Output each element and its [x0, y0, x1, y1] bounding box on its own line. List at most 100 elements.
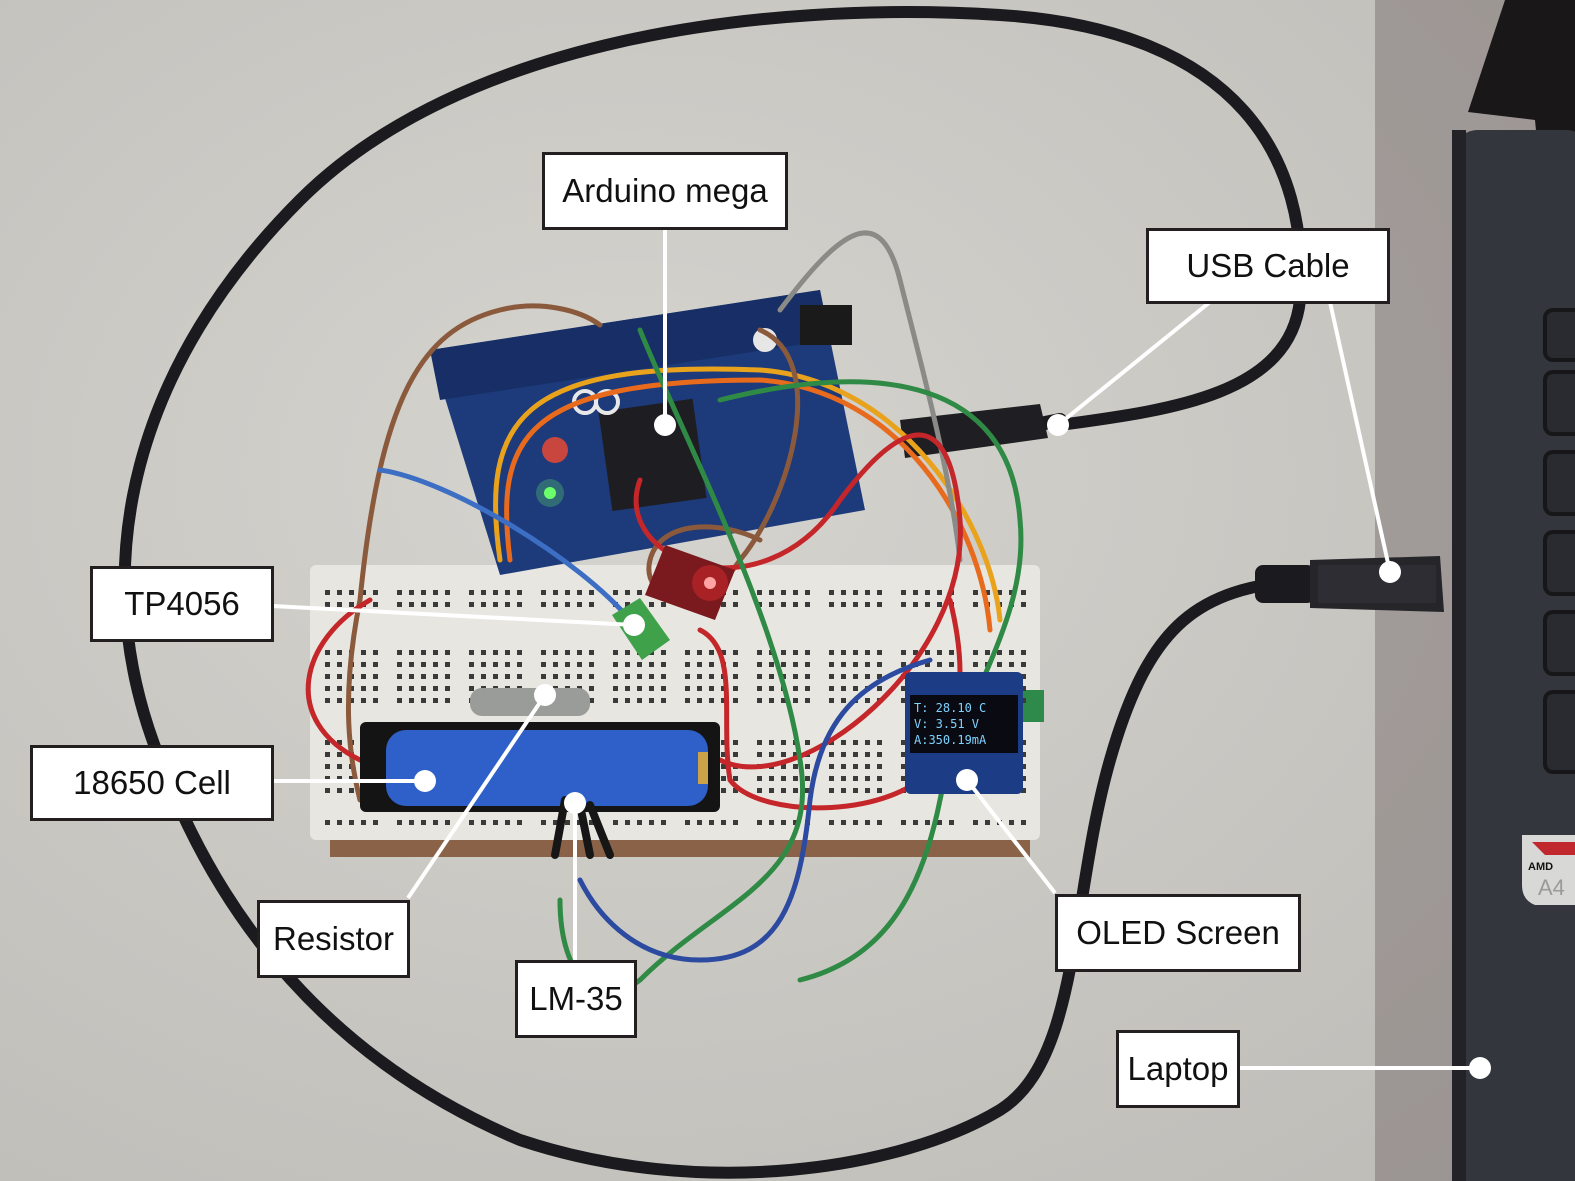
breadboard-hole [685, 674, 690, 679]
breadboard-hole [865, 674, 870, 679]
breadboard-hole [829, 752, 834, 757]
breadboard-hole [325, 662, 330, 667]
breadboard-hole [829, 590, 834, 595]
breadboard-hole [625, 602, 630, 607]
callout-laptop: Laptop [1116, 1030, 1240, 1108]
breadboard-hole [973, 650, 978, 655]
breadboard-hole [637, 662, 642, 667]
breadboard-hole [661, 650, 666, 655]
breadboard-hole [793, 674, 798, 679]
breadboard-hole [901, 820, 906, 825]
breadboard-hole [769, 752, 774, 757]
breadboard-hole [865, 602, 870, 607]
breadboard-hole [805, 590, 810, 595]
breadboard-hole [757, 590, 762, 595]
breadboard-hole [793, 650, 798, 655]
breadboard-hole [337, 740, 342, 745]
breadboard-hole [517, 602, 522, 607]
breadboard-hole [337, 752, 342, 757]
breadboard-hole [325, 764, 330, 769]
breadboard-hole [877, 602, 882, 607]
breadboard-hole [589, 650, 594, 655]
breadboard-hole [865, 764, 870, 769]
breadboard-hole [613, 662, 618, 667]
amd-sticker: AMD A4 [1522, 835, 1575, 905]
breadboard-hole [637, 820, 642, 825]
breadboard-hole [349, 788, 354, 793]
breadboard-hole [541, 650, 546, 655]
breadboard-hole [637, 698, 642, 703]
breadboard-hole [373, 662, 378, 667]
breadboard-hole [397, 674, 402, 679]
breadboard-hole [793, 590, 798, 595]
breadboard-hole [397, 820, 402, 825]
breadboard-hole [829, 674, 834, 679]
breadboard-hole [493, 674, 498, 679]
breadboard-hole [877, 820, 882, 825]
breadboard-hole [865, 590, 870, 595]
breadboard-hole [733, 698, 738, 703]
breadboard-hole [661, 662, 666, 667]
breadboard-hole [553, 820, 558, 825]
breadboard-hole [1021, 662, 1026, 667]
breadboard-hole [697, 674, 702, 679]
breadboard-hole [733, 686, 738, 691]
breadboard-hole [541, 674, 546, 679]
breadboard-hole [997, 590, 1002, 595]
breadboard-hole [565, 820, 570, 825]
breadboard-hole [361, 698, 366, 703]
breadboard-hole [1021, 602, 1026, 607]
leader-dots [414, 414, 1491, 1079]
breadboard-hole [661, 674, 666, 679]
breadboard-hole [577, 602, 582, 607]
breadboard-hole [481, 602, 486, 607]
breadboard-hole [469, 674, 474, 679]
breadboard-hole [781, 764, 786, 769]
breadboard-hole [637, 686, 642, 691]
breadboard-hole [865, 740, 870, 745]
breadboard-hole [397, 662, 402, 667]
oled-display: T: 28.10 C V: 3.51 V A:350.19mA [905, 672, 1023, 794]
breadboard-hole [829, 788, 834, 793]
oled-line-current: A:350.19mA [914, 733, 987, 747]
breadboard-hole [361, 650, 366, 655]
breadboard-hole [649, 686, 654, 691]
callout-label: Arduino mega [562, 172, 768, 209]
breadboard-hole [733, 662, 738, 667]
breadboard-hole [865, 752, 870, 757]
breadboard-hole [553, 650, 558, 655]
breadboard-hole [469, 590, 474, 595]
breadboard-hole [481, 820, 486, 825]
breadboard-hole [685, 820, 690, 825]
breadboard-hole [913, 602, 918, 607]
breadboard-hole [733, 820, 738, 825]
breadboard-hole [841, 698, 846, 703]
breadboard-hole [409, 662, 414, 667]
breadboard-hole [589, 662, 594, 667]
breadboard-hole [805, 674, 810, 679]
breadboard-hole [649, 662, 654, 667]
breadboard-hole [349, 686, 354, 691]
breadboard-hole [493, 650, 498, 655]
breadboard-hole [481, 674, 486, 679]
usb-plug [1255, 556, 1444, 612]
breadboard-hole [733, 752, 738, 757]
breadboard-hole [877, 788, 882, 793]
resistor [470, 688, 590, 716]
breadboard-hole [865, 662, 870, 667]
breadboard-hole [733, 650, 738, 655]
breadboard-hole [325, 650, 330, 655]
breadboard-hole [337, 788, 342, 793]
breadboard-hole [409, 674, 414, 679]
breadboard-hole [793, 698, 798, 703]
breadboard-hole [325, 776, 330, 781]
breadboard-hole [757, 686, 762, 691]
breadboard-hole [397, 602, 402, 607]
breadboard-hole [589, 820, 594, 825]
breadboard-hole [769, 662, 774, 667]
breadboard-hole [913, 820, 918, 825]
breadboard-hole [433, 602, 438, 607]
breadboard-hole [373, 686, 378, 691]
breadboard-hole [853, 740, 858, 745]
breadboard-hole [493, 590, 498, 595]
